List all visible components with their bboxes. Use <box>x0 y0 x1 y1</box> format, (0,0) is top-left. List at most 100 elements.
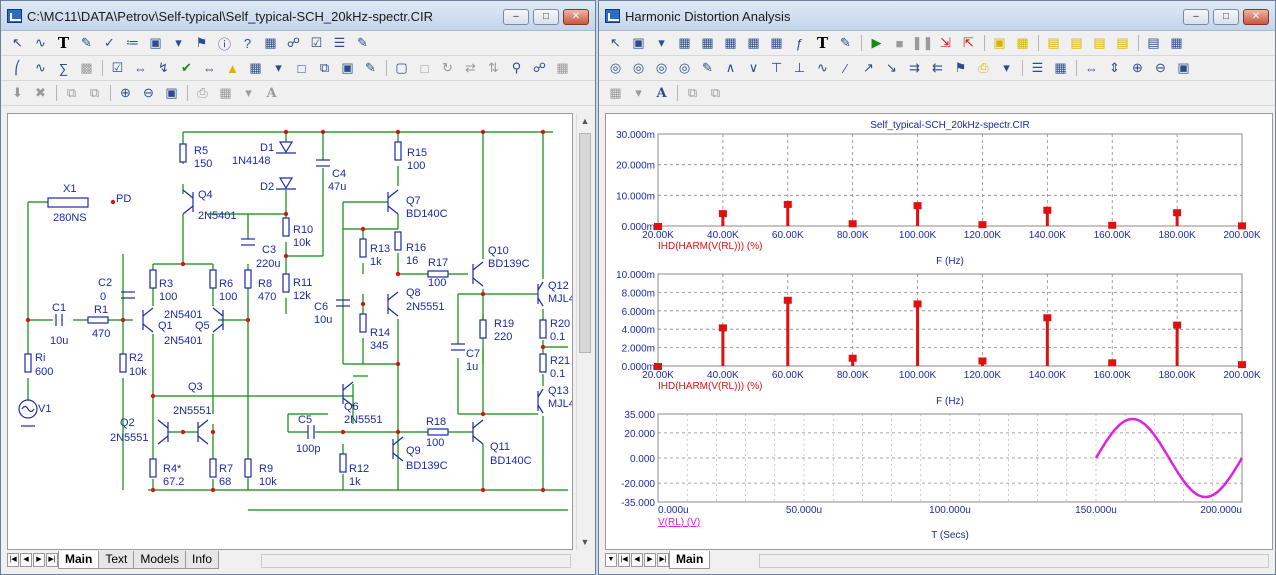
dropdown-arrow-icon-2[interactable]: ▾ <box>275 60 282 75</box>
warning-icon[interactable]: ▲ <box>226 60 239 76</box>
tile-icon[interactable]: ▦ <box>1016 35 1029 50</box>
help-icon[interactable]: ? <box>243 35 252 51</box>
peak-icon[interactable]: ∧ <box>725 60 736 75</box>
clipboard-icon[interactable]: ⎙ <box>978 60 989 75</box>
checklist-icon[interactable]: ☑ <box>310 35 323 50</box>
fit-y-icon[interactable]: ⇕ <box>1109 60 1120 75</box>
cursor-4-icon[interactable]: ◎ <box>678 60 691 75</box>
inflection-icon[interactable]: ∿ <box>817 60 828 75</box>
analysis-horizontal-scrollbar[interactable] <box>759 554 1269 568</box>
zoom-out-icon[interactable]: ⊖ <box>143 85 154 100</box>
tab-prev-icon[interactable]: ◀ <box>20 553 32 567</box>
grid-plot-icon[interactable]: ▦ <box>1170 35 1183 50</box>
expand-icon[interactable]: ⇱ <box>963 35 974 50</box>
select-region-icon[interactable]: ▣ <box>341 60 354 75</box>
find-icon[interactable]: ⚲ <box>511 60 522 75</box>
copy-icon[interactable]: ⧉ <box>66 85 77 100</box>
properties-icon-2[interactable]: ✎ <box>365 60 376 75</box>
page-settings-icon[interactable]: ▦ <box>556 60 569 75</box>
dropdown-arrow-icon[interactable]: ▾ <box>658 35 665 50</box>
stop-icon[interactable]: ■ <box>895 35 904 51</box>
tab-prev-icon[interactable]: ◀ <box>631 553 643 567</box>
pin-connections-icon[interactable]: ∿ <box>35 60 46 75</box>
dropdown-arrow-icon-3[interactable]: ▾ <box>635 85 642 100</box>
grid-text-icon[interactable]: ▩ <box>80 60 93 75</box>
tag-icon[interactable]: ⚑ <box>954 60 967 75</box>
font-icon[interactable]: A <box>656 85 667 101</box>
binoculars-icon[interactable]: ☍ <box>532 60 547 75</box>
tab-models[interactable]: Models <box>133 551 187 569</box>
link-icon[interactable]: ☍ <box>286 35 301 50</box>
info-icon[interactable]: ⓘ <box>217 36 231 52</box>
select-arrow-icon[interactable]: ↖ <box>610 35 621 50</box>
schematic-titlebar[interactable]: C:\MC11\DATA\Petrov\Self-typical\Self_ty… <box>1 1 595 31</box>
flip-icon[interactable]: ⇅ <box>488 60 499 75</box>
schematic-vertical-scrollbar[interactable]: ▲ ▼ <box>576 113 593 550</box>
schematic-horizontal-scrollbar[interactable] <box>261 554 571 568</box>
layout-1-icon[interactable]: ▤ <box>1047 35 1060 50</box>
box-select-icon[interactable]: ▢ <box>395 60 408 75</box>
zoom-fit-icon[interactable]: ▣ <box>165 85 178 100</box>
scroll-thumb[interactable] <box>579 133 591 353</box>
node-voltage-icon[interactable]: ∑ <box>58 60 69 76</box>
tab-last-icon[interactable]: ▶| <box>46 553 58 567</box>
analysis-maximize-button[interactable]: □ <box>1213 9 1239 25</box>
tab-info[interactable]: Info <box>185 551 220 569</box>
layout-grid-icon[interactable]: ▦ <box>609 85 622 100</box>
analysis-minimize-button[interactable]: – <box>1183 9 1209 25</box>
tab-next-icon[interactable]: ▶ <box>33 553 45 567</box>
tab-main[interactable]: Main <box>669 551 711 569</box>
chart-icon[interactable]: ▦ <box>678 35 691 50</box>
close-button[interactable]: ✕ <box>563 9 589 25</box>
hsplit-icon[interactable]: ▤ <box>1147 35 1160 50</box>
run-icon[interactable]: ▶ <box>871 35 882 50</box>
paste-icon[interactable]: ⧉ <box>89 85 100 100</box>
prev-icon[interactable]: ⇇ <box>932 60 943 75</box>
rise-icon[interactable]: ↗ <box>863 60 874 75</box>
attribute-text-icon[interactable]: ☑ <box>111 60 124 75</box>
stop-disabled-icon[interactable]: ⬇ <box>12 85 23 100</box>
cancel-icon[interactable]: ✖ <box>35 85 46 100</box>
cursor-2-icon[interactable]: ◎ <box>632 60 645 75</box>
layout-4-icon[interactable]: ▤ <box>1116 35 1129 50</box>
node-numbers-icon[interactable]: ⎛ <box>14 60 21 75</box>
analysis-titlebar[interactable]: Harmonic Distortion Analysis – □ ✕ <box>599 1 1275 31</box>
empty-box-icon[interactable]: □ <box>420 60 429 76</box>
check-icon[interactable]: ✔ <box>181 60 192 75</box>
chart-step-icon[interactable]: ▦ <box>747 35 760 50</box>
tab-first-icon[interactable]: |◀ <box>7 553 19 567</box>
compress-icon[interactable]: ⇲ <box>940 35 951 50</box>
dropdown-arrow-icon[interactable]: ▾ <box>175 35 182 50</box>
pin-markers-icon[interactable]: ⇔ <box>134 60 147 76</box>
font-icon[interactable]: A <box>266 85 277 101</box>
minimize-button[interactable]: – <box>503 9 529 25</box>
copy-icon[interactable]: ⧉ <box>687 85 698 100</box>
zoom-out-icon[interactable]: ⊖ <box>1155 60 1166 75</box>
select-arrow-icon[interactable]: ↖ <box>12 35 23 50</box>
chart-check-icon[interactable]: ▦ <box>770 35 783 50</box>
zoom-in-icon[interactable]: ⊕ <box>120 85 131 100</box>
formula-icon[interactable]: ƒ <box>795 35 804 51</box>
mirror-icon[interactable]: ⇄ <box>465 60 476 75</box>
maximize-button[interactable]: □ <box>533 9 559 25</box>
cursor-3-icon[interactable]: ◎ <box>655 60 668 75</box>
schematic-canvas[interactable]: X1 280NS PD C1 10u R1 470 Ri 600 V1 C2 0… <box>7 113 573 550</box>
wire-icon[interactable]: ∿ <box>35 35 46 50</box>
cursor-1-icon[interactable]: ◎ <box>609 60 622 75</box>
copy-page-icon[interactable]: ⧉ <box>319 60 330 75</box>
zoom-box-icon[interactable]: ▣ <box>993 35 1006 50</box>
zoom-fit-icon[interactable]: ▣ <box>1177 60 1190 75</box>
properties-icon[interactable]: ✎ <box>840 35 851 50</box>
low-icon[interactable]: ⊥ <box>793 60 806 75</box>
pause-icon[interactable]: ❚❚ <box>911 35 934 50</box>
fit-x-icon[interactable]: ⇔ <box>1085 60 1098 76</box>
edit-plot-icon[interactable]: ✎ <box>702 60 713 75</box>
component-icon[interactable]: ▣ <box>632 35 645 50</box>
layout-2-icon[interactable]: ▤ <box>1070 35 1083 50</box>
tab-main[interactable]: Main <box>58 551 100 569</box>
print-icon[interactable]: ⎙ <box>197 85 208 100</box>
fall-icon[interactable]: ↘ <box>886 60 897 75</box>
properties-icon[interactable]: ✎ <box>357 35 368 50</box>
scroll-down-icon[interactable]: ▼ <box>580 537 590 547</box>
